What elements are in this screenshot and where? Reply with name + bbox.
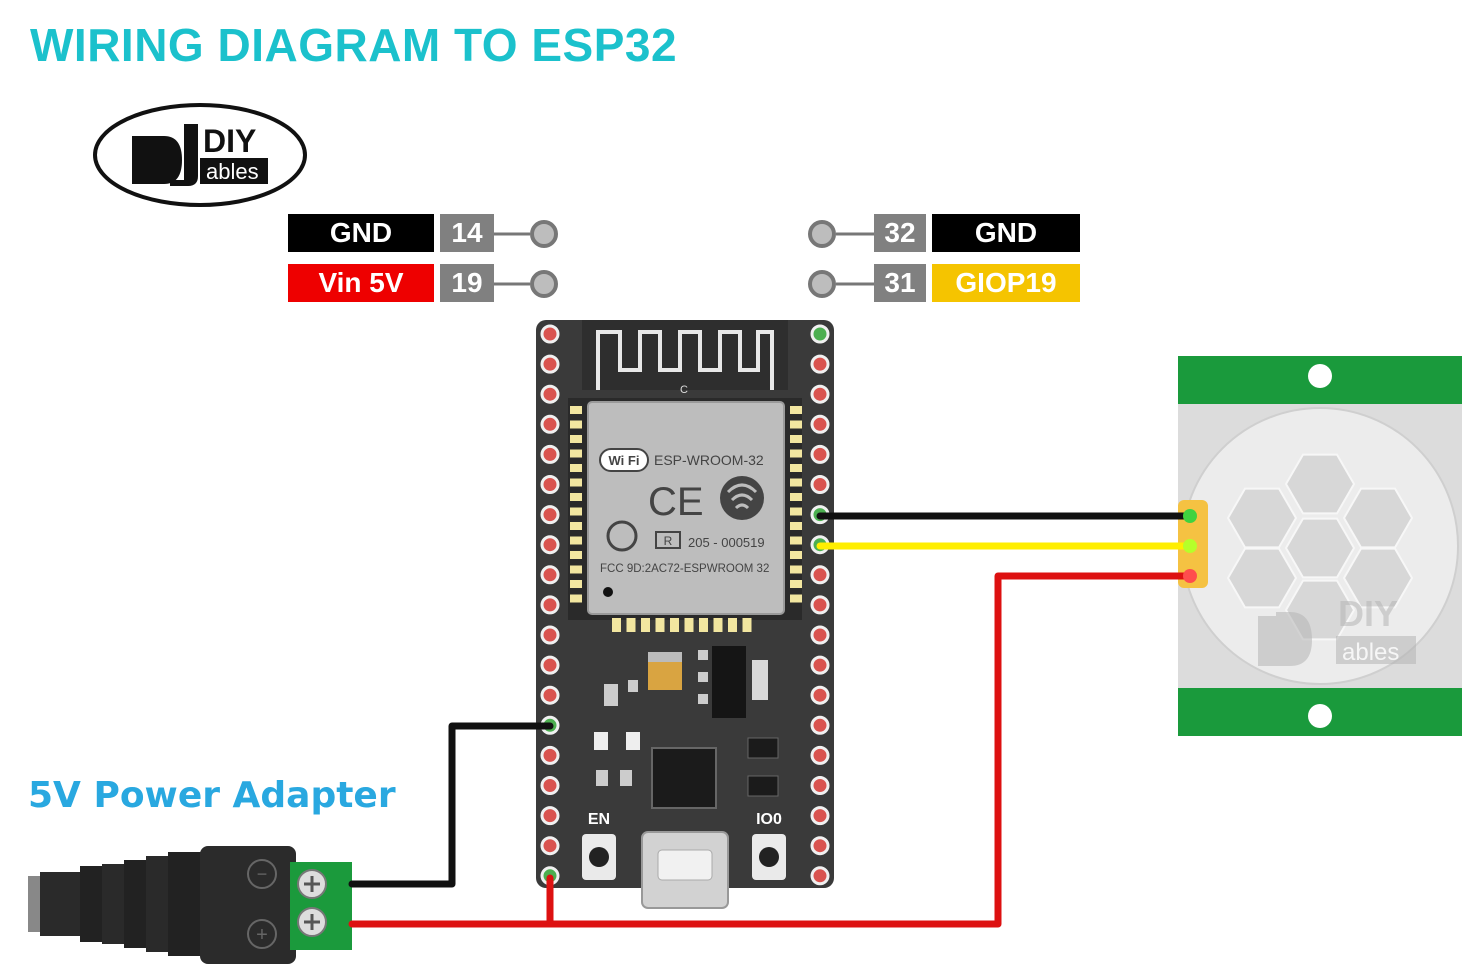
svg-text:ables: ables [1342, 639, 1399, 666]
module-name: ESP-WROOM-32 [654, 452, 764, 468]
left-pin-19: 19 [440, 264, 494, 302]
wifi-logo-icon [599, 448, 649, 472]
left-header-pin [540, 384, 560, 404]
fcc-id: FCC 9D:2AC72-ESPWROOM 32 [600, 563, 769, 575]
power-adapter: − + [28, 846, 352, 964]
pir-lens-hex [1284, 453, 1356, 515]
left-label-vin: Vin 5V [288, 264, 434, 302]
left-header-pin [540, 745, 560, 765]
io0-label: IO0 [756, 811, 782, 828]
right-header-pin [810, 655, 830, 675]
logo-ables-text: ables [206, 159, 259, 184]
pir-lens-hex [1342, 487, 1414, 549]
right-pin-31: 31 [874, 264, 926, 302]
adapter-power-wire [348, 572, 1194, 928]
left-header-pin [540, 414, 560, 434]
left-pin-14: 14 [440, 214, 494, 252]
right-header-pin [810, 685, 830, 705]
cert-code: 205 - 000519 [688, 535, 765, 550]
en-label: EN [588, 811, 610, 828]
left-label-gnd: GND [288, 214, 434, 252]
pin-callouts [494, 220, 874, 298]
right-header-pin [810, 414, 830, 434]
pir-lens-hex [1342, 547, 1414, 609]
left-header-pin [540, 806, 560, 826]
right-header-pin [810, 866, 830, 886]
r-mark: R [664, 534, 673, 548]
right-header-pin [810, 354, 830, 374]
right-pin-32: 32 [874, 214, 926, 252]
ce-mark: CE [648, 480, 704, 524]
right-header-pin [810, 324, 830, 344]
logo-diy-text: DIY [203, 123, 256, 159]
left-header-pin [540, 595, 560, 615]
right-header-pin [810, 715, 830, 735]
antenna-mark: C [680, 384, 688, 396]
page-title: WIRING DIAGRAM TO ESP32 [30, 19, 678, 71]
right-header-pin [810, 836, 830, 856]
right-header-pin [810, 565, 830, 585]
power-adapter-title: 5V Power Adapter [28, 775, 396, 816]
right-label-giop19: GIOP19 [932, 264, 1080, 302]
left-header-pin [540, 444, 560, 464]
right-header-pin [810, 806, 830, 826]
pir-lens-hex [1226, 487, 1298, 549]
wires [348, 509, 1197, 928]
svg-text:−: − [257, 864, 268, 884]
cert-logo-icon [720, 476, 764, 520]
right-header-pin [810, 776, 830, 795]
pir-lens-hex [1284, 517, 1356, 579]
left-header-pin [540, 685, 560, 705]
left-header-pin [540, 505, 560, 525]
esp32-board: C Wi Fi ESP-WROOM-32 CE R 205 - 000519 F… [536, 320, 834, 909]
left-header-pin [540, 776, 560, 795]
left-header-pin [540, 324, 560, 344]
pir-lens-hex [1226, 547, 1298, 609]
pir-watermark-logo: DIY ables [1258, 593, 1416, 666]
left-header-pin [540, 625, 560, 645]
svg-text:+: + [256, 924, 268, 946]
svg-text:DIY: DIY [1338, 593, 1398, 634]
left-header-pin [540, 535, 560, 555]
right-header-pin [810, 475, 830, 494]
wifi-mark: Wi Fi [609, 453, 640, 468]
left-header-pin [540, 475, 560, 494]
right-header-pin [810, 444, 830, 464]
left-header-pin [540, 836, 560, 856]
right-header-pin [810, 745, 830, 765]
left-header-pin [540, 655, 560, 675]
right-header-pin [810, 595, 830, 615]
adapter-gnd-wire [348, 722, 554, 888]
left-header-pin [540, 354, 560, 374]
left-header-pin [540, 565, 560, 585]
telec-icon [606, 520, 638, 552]
right-header-pin [810, 384, 830, 404]
right-label-gnd: GND [932, 214, 1080, 252]
right-header-pin [810, 625, 830, 645]
diyables-logo: DIY ables [93, 103, 307, 207]
pir-motion-sensor: DIY ables [1178, 356, 1462, 736]
